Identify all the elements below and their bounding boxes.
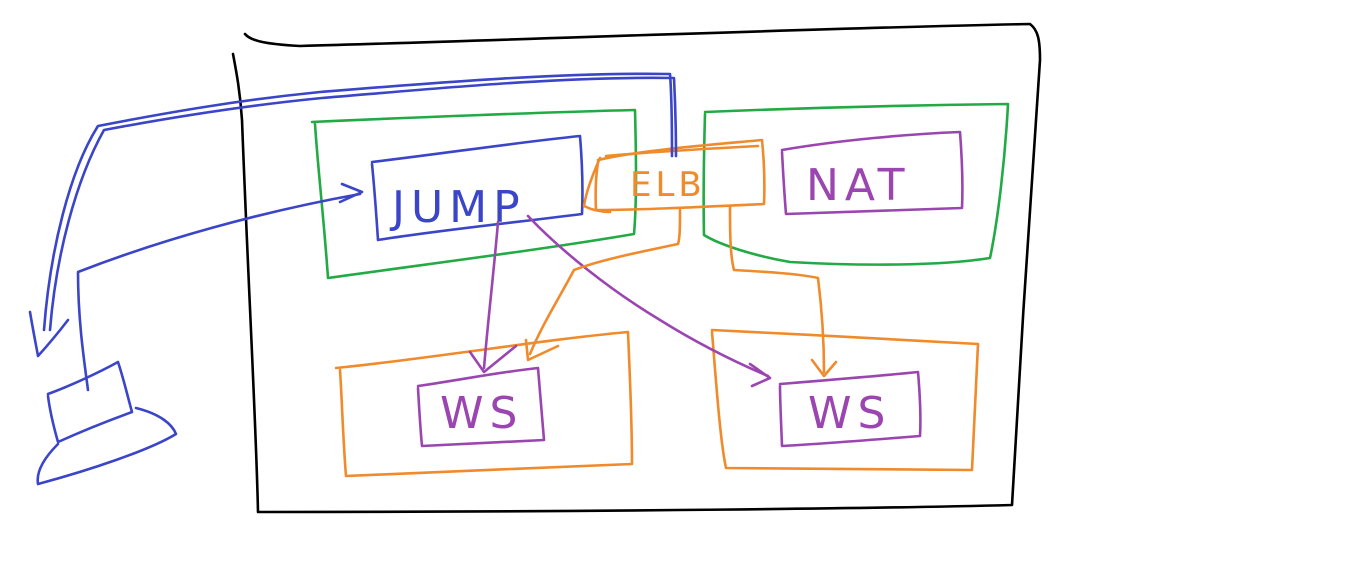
elb-to-ws-left-link [528,208,682,356]
jump-box [370,134,584,242]
elb-label: ELB [630,165,706,205]
elb-to-user-link [42,72,674,332]
elb-box-inner [604,144,760,158]
elb-to-ws-left-arrowhead [524,338,560,362]
ws-left-label: WS [440,388,523,439]
ws-right-box [778,370,922,448]
outer-boundary [231,22,1042,514]
nat-label: NAT [806,160,910,211]
jump-label: JUMP [389,182,526,233]
jump-to-ws-right-link [526,214,770,378]
user-to-jump-link [76,192,362,392]
user-to-jump-arrowhead [338,182,364,204]
nat-box [780,130,964,216]
elb-to-ws-right-link [728,204,826,374]
elb-left-bracket [582,156,612,214]
jump-to-ws-left-arrowhead [468,344,518,374]
jump-to-ws-right-arrowhead [748,362,772,388]
private-subnet-left [334,330,634,478]
elb-to-user-link-second [48,76,678,332]
public-subnet-left [310,108,638,280]
jump-to-ws-left-link [482,220,500,370]
ws-right-label: WS [808,388,891,439]
public-subnet-right [702,102,1010,266]
elb-to-user-arrowhead [28,310,70,358]
elb-box [594,138,766,212]
laptop-icon [36,360,178,486]
elb-to-ws-right-arrowhead [810,358,838,378]
private-subnet-right [710,328,980,472]
ws-left-box [416,366,546,448]
